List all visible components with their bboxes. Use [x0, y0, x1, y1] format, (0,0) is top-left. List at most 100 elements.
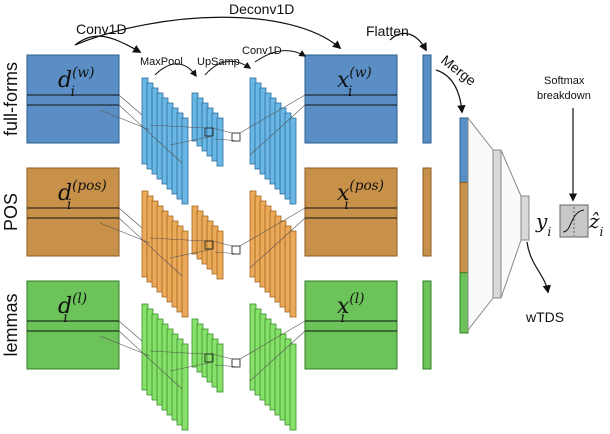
connector: [249, 330, 306, 382]
input-label: d(pos)i: [58, 178, 107, 213]
pool-window: [204, 127, 214, 137]
output-neuron: [520, 195, 530, 241]
upsample-window: [231, 245, 241, 255]
merged-segment: [459, 272, 469, 334]
filter-map: [181, 343, 189, 431]
row-label: POS: [1, 193, 21, 231]
maxpool-label: MaxPool: [140, 56, 183, 68]
conv1d-small-label: Conv1D: [242, 45, 282, 57]
connector: [212, 127, 233, 134]
filter-map: [289, 343, 297, 431]
connector: [214, 138, 241, 142]
pooled-map: [216, 117, 224, 167]
connector: [149, 237, 206, 242]
y-output-label: yi: [535, 209, 551, 239]
row-full-forms: d(w)i x(w)i: [26, 54, 432, 205]
row-label: full-forms: [1, 62, 21, 136]
input-matrix: [26, 167, 120, 257]
filter-map: [289, 230, 297, 318]
filter-map: [181, 117, 189, 205]
connector: [239, 320, 306, 360]
upsample-conv-stack: [231, 77, 297, 205]
pooled-map: [216, 230, 224, 280]
connection-lines: [99, 94, 306, 164]
connection-lines: [99, 320, 306, 390]
upsample-window: [231, 358, 241, 368]
row-label: lemmas: [1, 293, 21, 356]
conv1d-filter-stack: [141, 77, 189, 205]
conv1d-label: Conv1D: [76, 21, 127, 37]
deconv1d-arrow: [74, 16, 342, 50]
connector: [118, 320, 143, 342]
flatten-vector: [422, 167, 432, 257]
dense-fan-in: [467, 116, 494, 332]
row-lemmas: d(l)i x(l)i: [26, 280, 432, 431]
merge-label: Merge: [438, 52, 479, 89]
connector: [249, 104, 306, 156]
maxpool-arrow: [154, 63, 197, 78]
merged-segment: [459, 117, 469, 183]
input-label: d(l)i: [58, 291, 87, 326]
conv1d-small-arrow: [254, 50, 307, 63]
connector: [99, 109, 151, 131]
merge-arrow: [435, 69, 466, 114]
upsamp-arrow: [204, 60, 252, 76]
connector: [169, 361, 214, 372]
merged-segment: [459, 182, 469, 274]
flatten-vector: [422, 54, 432, 144]
conv1d-arrow: [74, 35, 142, 53]
upsamp-label: UpSamp: [197, 56, 240, 68]
row-pos: d(pos)i x(pos)i: [26, 167, 432, 318]
connector: [118, 94, 143, 116]
filter-map: [181, 230, 189, 318]
connector: [239, 94, 306, 134]
output-matrix: [304, 167, 398, 257]
connector: [169, 248, 214, 259]
wtds-arrow: [526, 241, 551, 294]
sigmoid-curve: [562, 209, 585, 233]
output-label: x(w)i: [337, 65, 372, 100]
connector: [239, 207, 306, 247]
input-matrix: [26, 54, 120, 144]
output-matrix: [304, 54, 398, 144]
input-label: d(w)i: [58, 65, 94, 100]
connector: [118, 207, 143, 229]
conv1d-filter-stack: [141, 190, 189, 318]
pool-window: [204, 353, 214, 363]
upsample-conv-stack: [231, 190, 297, 318]
input-matrix: [26, 280, 120, 370]
output-matrix: [304, 280, 398, 370]
deconv1d-label: Deconv1D: [229, 1, 294, 17]
conv1d-filter-stack: [141, 303, 189, 431]
filter-map: [289, 117, 297, 205]
connector: [118, 217, 183, 277]
maxpool-stack: [191, 92, 224, 167]
upsample-conv-stack: [231, 303, 297, 431]
output-label: x(l)i: [337, 291, 364, 326]
z-output-label: ẑi: [588, 209, 604, 239]
maxpool-stack: [191, 205, 224, 280]
connector: [99, 222, 151, 244]
breakdown-label: breakdown: [537, 90, 591, 102]
softmax-label: Softmax: [544, 75, 585, 87]
pooled-map: [216, 343, 224, 393]
maxpool-stack: [191, 318, 224, 393]
output-label: x(pos)i: [337, 178, 384, 213]
connector: [149, 350, 206, 355]
connector: [249, 217, 306, 269]
flatten-vector: [422, 280, 432, 370]
connector: [214, 364, 241, 368]
upsample-window: [231, 132, 241, 142]
dense-fan-out: [500, 149, 522, 299]
flatten-label: Flatten: [366, 23, 409, 39]
connector: [212, 240, 233, 247]
connector: [212, 353, 233, 360]
connector: [118, 330, 183, 390]
connector: [214, 251, 241, 255]
pool-window: [204, 240, 214, 250]
connector: [99, 335, 151, 357]
wtds-label: wTDS: [525, 309, 564, 325]
connection-lines: [99, 207, 306, 277]
